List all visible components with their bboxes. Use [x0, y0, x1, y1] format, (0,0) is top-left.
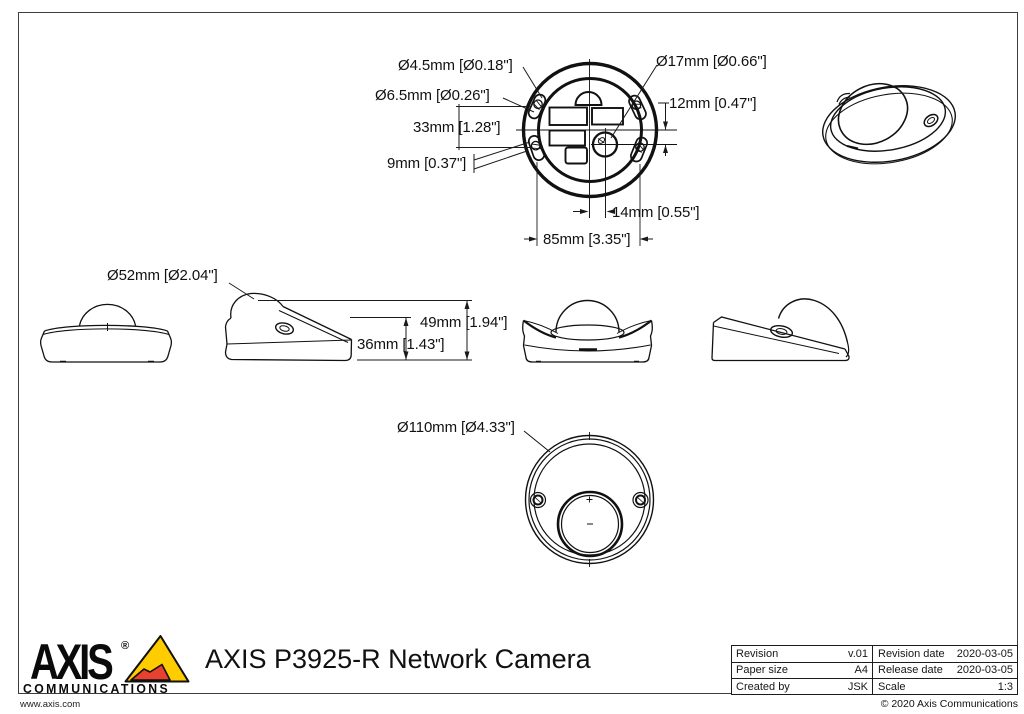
- release-date-label: Release date: [872, 662, 945, 679]
- top-view-dimension-lines: [456, 64, 669, 246]
- table-row: Revision v.01 Revision date 2020-03-05: [732, 646, 1017, 662]
- dim-label-height-body: 36mm [1.43"]: [357, 336, 445, 353]
- revision-value: v.01: [848, 647, 868, 660]
- axis-logo-wordmark: AXIS: [30, 634, 114, 690]
- dim-label-height-total: 49mm [1.94"]: [420, 314, 508, 331]
- table-row: Paper size A4 Release date 2020-03-05: [732, 661, 1017, 679]
- side-view-angled-right-drawing: [711, 298, 850, 362]
- dim-label-hole-large: Ø17mm [Ø0.66"]: [656, 53, 767, 70]
- dim-label-base-dia: Ø110mm [Ø4.33"]: [397, 419, 515, 436]
- top-view-drawing: [516, 59, 677, 218]
- paper-size-label: Paper size: [736, 664, 788, 677]
- table-row: Created by JSK Scale 1:3: [732, 678, 1017, 695]
- axis-logo-subtitle: COMMUNICATIONS: [23, 682, 171, 696]
- scale-label: Scale: [872, 679, 945, 695]
- registered-mark-icon: ®: [121, 640, 130, 652]
- perspective-view-drawing: [822, 82, 956, 165]
- revision-date-label: Revision date: [872, 646, 945, 662]
- bottom-view-drawing: [523, 430, 655, 567]
- dim-label-hole-small: Ø4.5mm [Ø0.18"]: [398, 57, 513, 74]
- page-title: AXIS P3925-R Network Camera: [205, 644, 591, 674]
- website-url: www.axis.com: [20, 699, 81, 710]
- release-date-value: 2020-03-05: [956, 664, 1013, 677]
- drawing-frame: [18, 12, 1018, 694]
- revision-date-value: 2020-03-05: [956, 647, 1013, 660]
- paper-size-value: A4: [854, 664, 868, 677]
- scale-value: 1:3: [997, 680, 1013, 693]
- created-by-value: JSK: [847, 680, 868, 693]
- dim-label-hole-mid: Ø6.5mm [Ø0.26"]: [375, 87, 490, 104]
- copyright-notice: © 2020 Axis Communications: [880, 698, 1018, 710]
- dim-label-spacing-v: 33mm [1.28"]: [413, 119, 501, 136]
- title-block-table: Revision v.01 Revision date 2020-03-05 P…: [731, 645, 1018, 695]
- revision-label: Revision: [736, 647, 779, 660]
- dim-label-offset-v: 12mm [0.47"]: [669, 95, 757, 112]
- side-view-angled-left-drawing: [224, 292, 353, 362]
- dim-label-offset-h: 14mm [0.55"]: [612, 204, 700, 221]
- side-view-left-drawing: [39, 303, 173, 363]
- dim-label-spacing-h: 85mm [3.35"]: [543, 231, 631, 248]
- axis-logo-triangle-icon: [124, 635, 190, 683]
- dim-label-dome-dia: Ø52mm [Ø2.04"]: [107, 267, 218, 284]
- profile-dimension-lines: [228, 282, 472, 361]
- created-by-label: Created by: [736, 680, 790, 693]
- front-view-drawing: [522, 299, 653, 363]
- dim-label-slot-len: 9mm [0.37"]: [387, 155, 467, 172]
